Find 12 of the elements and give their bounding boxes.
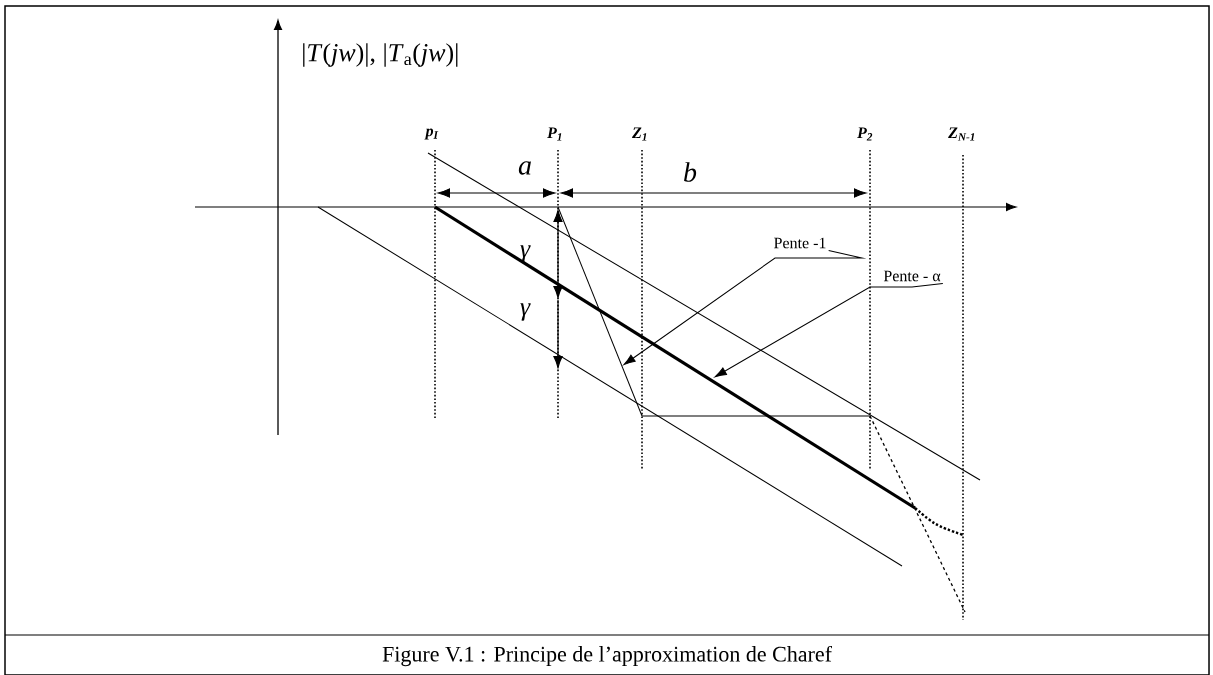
pole-label: P$_{2}$ [857, 127, 873, 141]
zero-label: Z$_{N-1}$ [948, 127, 975, 141]
slope-label: Pente - α [883, 270, 941, 282]
zero-label: Z$_{1}$ [632, 127, 647, 141]
axis-label: |T(jw)|, |T$_{a}$(jw)| [303, 43, 458, 67]
pole-label: P$_{1}$ [547, 127, 562, 141]
slope-label: Pente -1 [774, 237, 826, 249]
caption: Figure V.1 : Principe de l’approximation de Charef [382, 645, 832, 667]
dimension-label: b [684, 162, 697, 182]
dimension-label: a [518, 161, 531, 175]
pole-label: p$_{I}$ [424, 128, 439, 140]
dimension-label: γ [520, 303, 531, 321]
